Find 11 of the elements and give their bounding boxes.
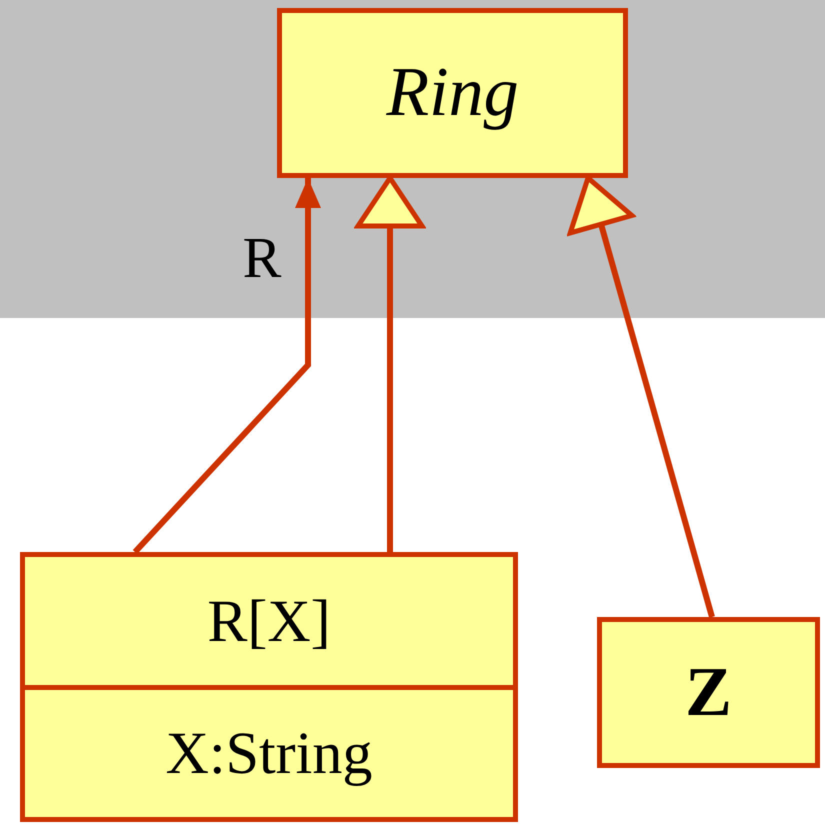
arrow	[568, 176, 715, 618]
edge-label: R	[242, 229, 282, 287]
class-box	[20, 552, 518, 822]
class-box	[597, 617, 820, 768]
arrow	[132, 178, 321, 554]
class-name: R[X]	[207, 590, 331, 651]
arrow	[356, 176, 424, 552]
class-box	[277, 8, 628, 178]
class-name: Z	[685, 658, 732, 728]
class-attribute: X:String	[166, 723, 372, 784]
class-name: Ring	[386, 58, 519, 128]
